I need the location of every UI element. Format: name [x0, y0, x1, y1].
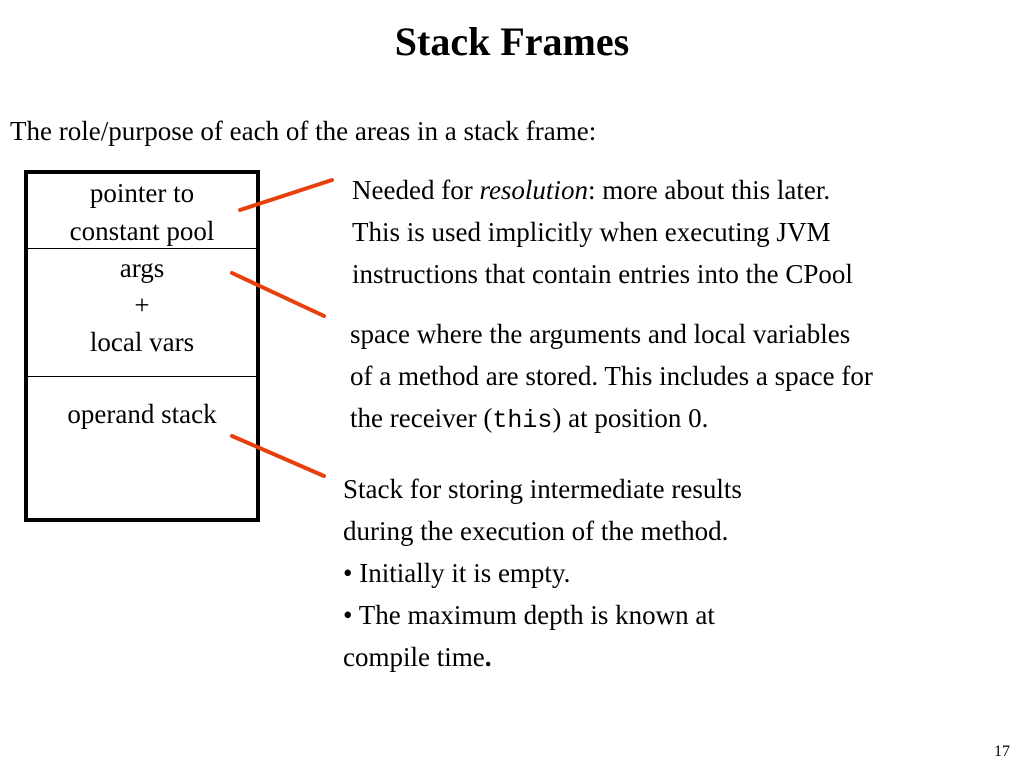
- desc-cpool-line2: This is used implicitly when executing J…: [352, 217, 831, 247]
- desc-args-this-keyword: this: [492, 406, 553, 435]
- frame-label-args-line2: +: [134, 290, 150, 320]
- frame-section-constant-pool: pointer to constant pool: [28, 174, 256, 249]
- desc-cpool-line1-start: Needed for: [352, 175, 480, 205]
- description-args-locals: space where the arguments and local vari…: [350, 313, 873, 442]
- description-constant-pool: Needed for resolution: more about this l…: [352, 169, 853, 295]
- desc-cpool-resolution-term: resolution: [479, 175, 588, 205]
- stack-frame-diagram: pointer to constant pool args + local va…: [24, 170, 260, 522]
- page-number: 17: [994, 743, 1010, 760]
- slide-subtitle: The role/purpose of each of the areas in…: [10, 116, 597, 146]
- desc-args-line2: of a method are stored. This includes a …: [350, 361, 873, 391]
- desc-stack-bullet-empty: • Initially it is empty.: [343, 558, 571, 588]
- desc-stack-line1: Stack for storing intermediate results: [343, 474, 742, 504]
- frame-label-stack-line1: operand stack: [67, 399, 217, 429]
- desc-args-line3-end: ) at position 0.: [552, 403, 709, 433]
- frame-label-cpool-line1: pointer to: [89, 178, 195, 208]
- desc-args-line3: the receiver (this) at position 0.: [350, 397, 873, 442]
- frame-label-args-line3: local vars: [89, 327, 195, 357]
- desc-args-line3-start: the receiver (: [350, 403, 493, 433]
- description-operand-stack: Stack for storing intermediate results d…: [343, 468, 742, 678]
- slide-title: Stack Frames: [394, 19, 630, 64]
- desc-cpool-line3: instructions that contain entries into t…: [352, 259, 853, 289]
- desc-args-line1: space where the arguments and local vari…: [350, 319, 851, 349]
- desc-stack-bullet-max-depth: • The maximum depth is known at: [343, 600, 715, 630]
- desc-stack-line5-text: compile time: [343, 642, 485, 672]
- desc-cpool-line1: Needed for resolution: more about this l…: [352, 169, 853, 211]
- frame-section-args-locals: args + local vars: [28, 250, 256, 377]
- desc-cpool-line1-end: : more about this later.: [587, 175, 831, 205]
- desc-stack-line2: during the execution of the method.: [343, 516, 729, 546]
- frame-label-cpool-line2: constant pool: [69, 216, 215, 246]
- frame-label-args-line1: args: [119, 253, 165, 283]
- desc-stack-line5-period: .: [484, 642, 492, 672]
- desc-stack-line5: compile time.: [343, 636, 742, 678]
- frame-section-operand-stack: operand stack: [28, 378, 256, 518]
